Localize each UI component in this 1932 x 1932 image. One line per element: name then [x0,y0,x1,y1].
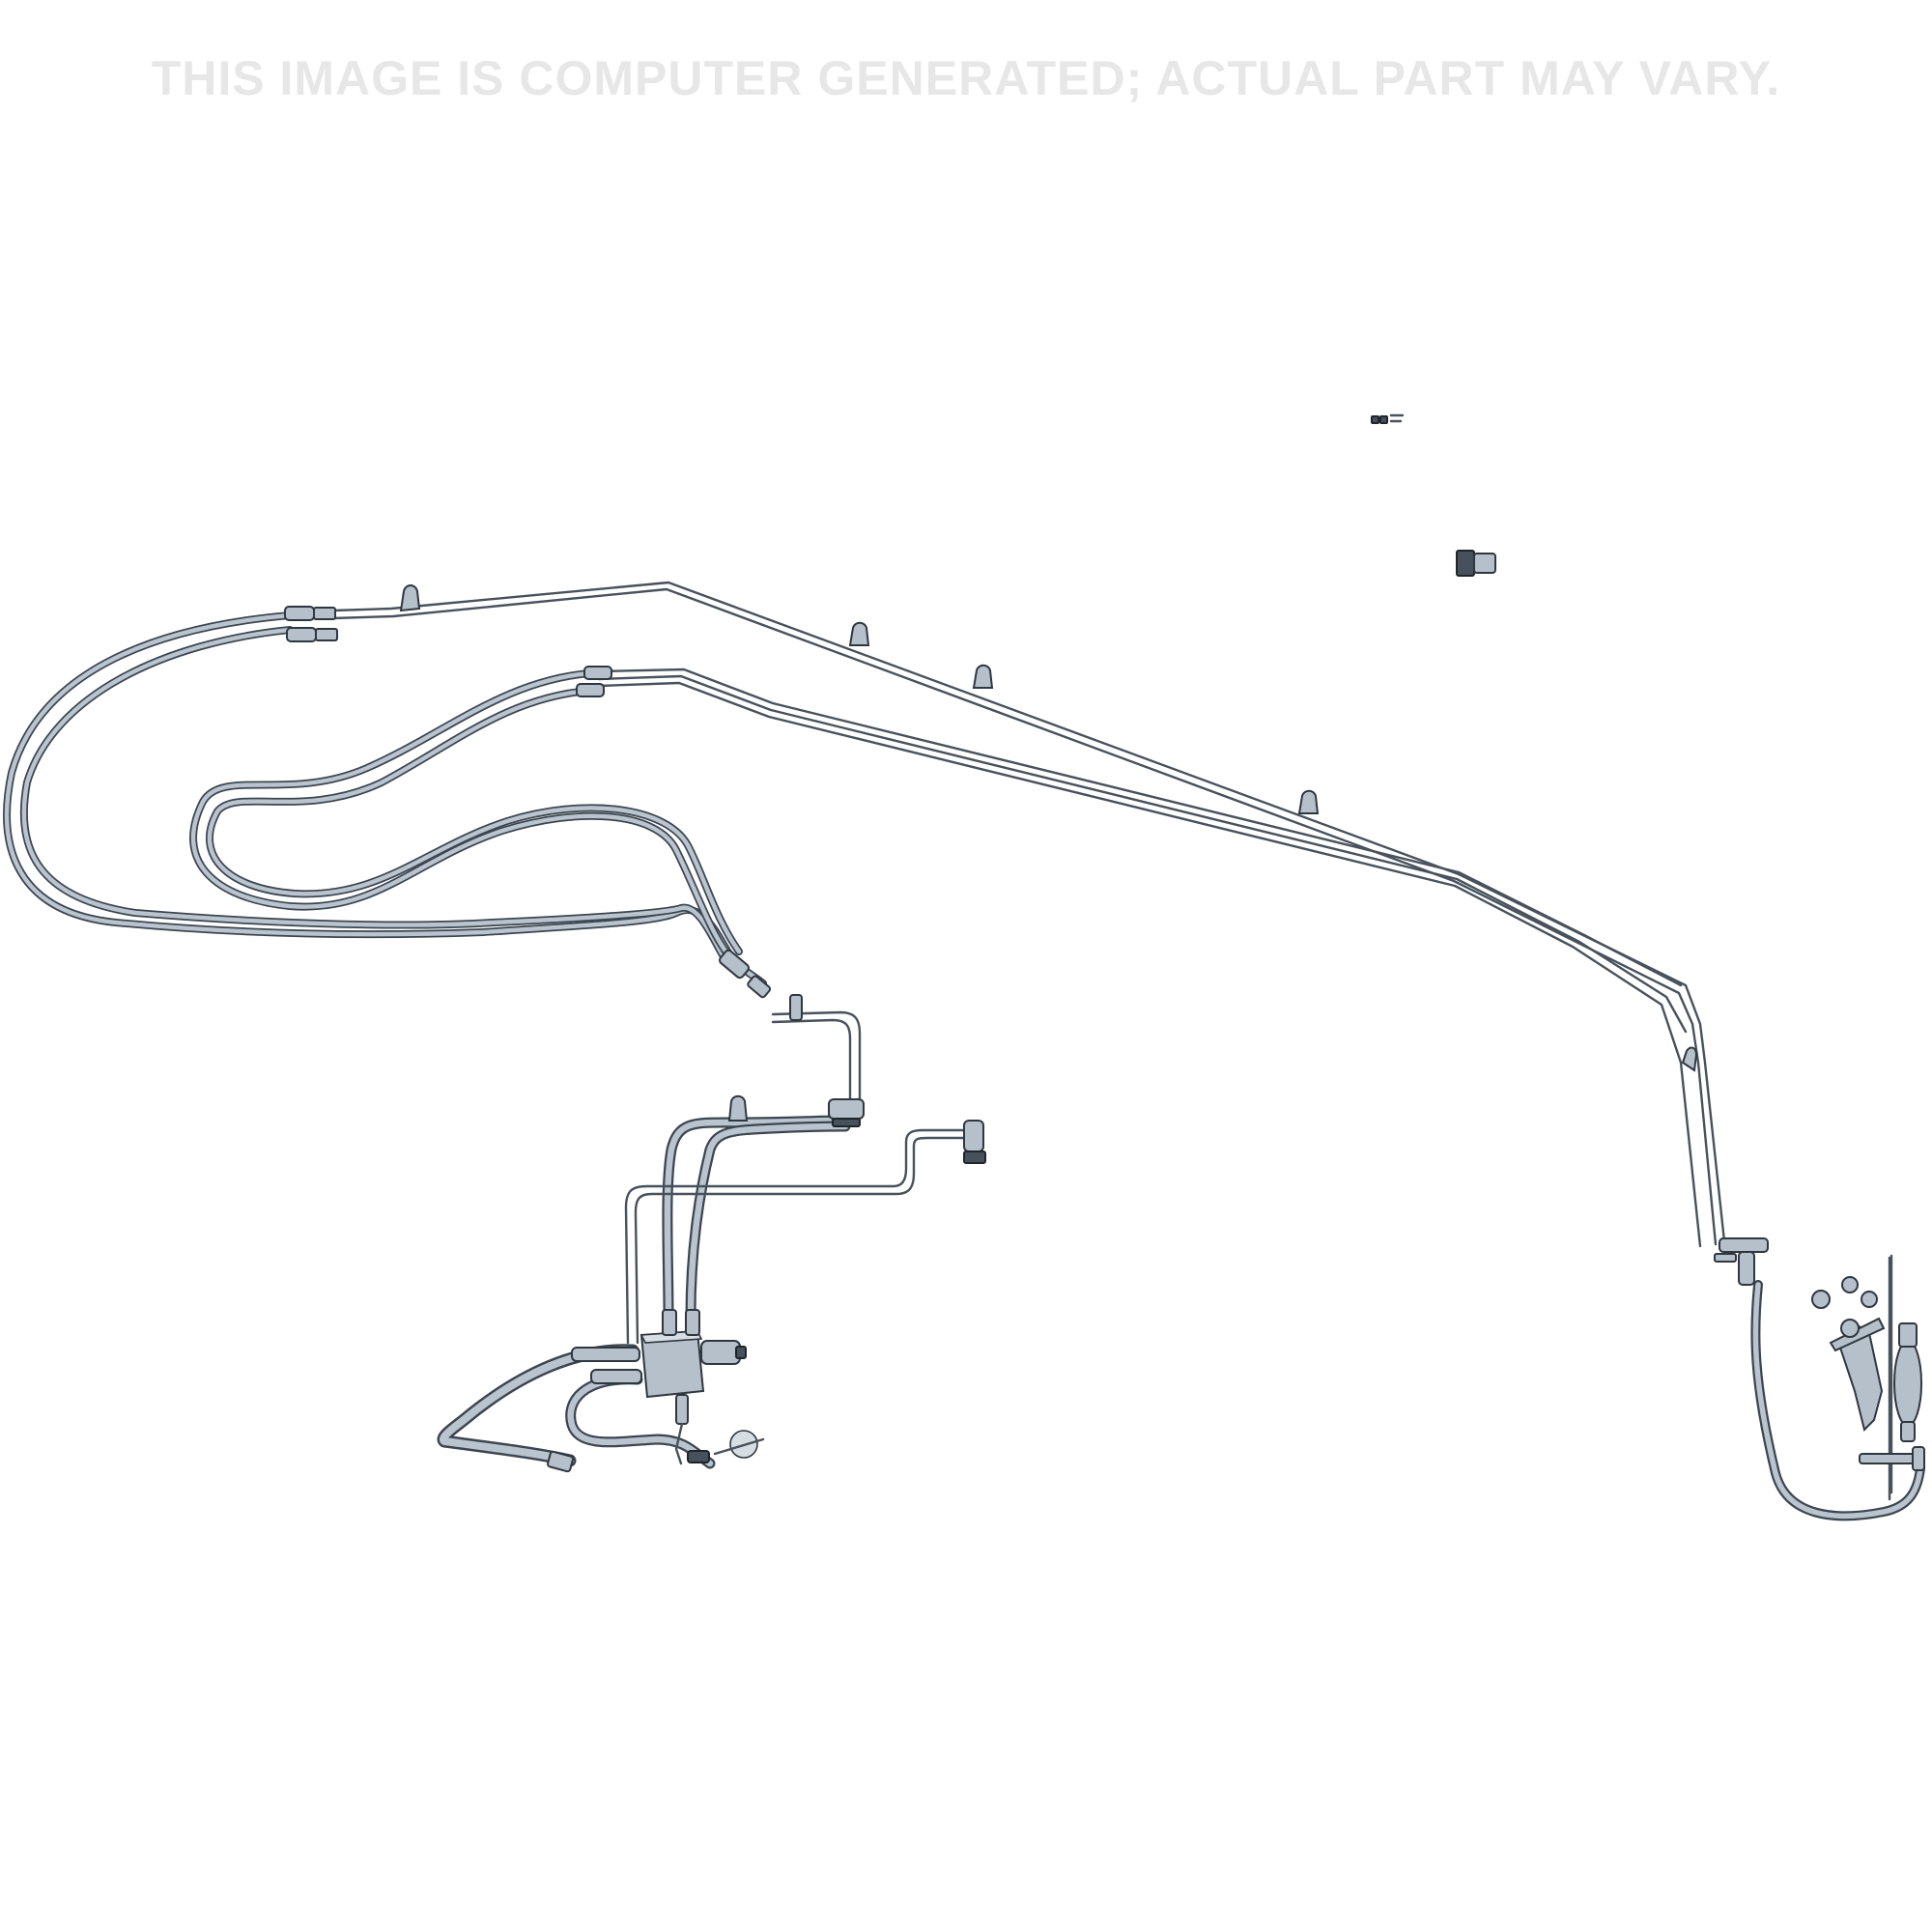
valve-hose-fitting [571,1347,640,1362]
tee-fitting [789,994,803,1021]
cylinder-mount-bar [1859,1453,1918,1464]
tube-mid-2 [597,674,1688,1034]
hose-end-fitting [286,627,317,642]
tube-mid-3 [597,681,1702,1248]
cylinder-mount-nut [1912,1446,1925,1471]
tube-valve-horizontal-2 [634,1136,970,1345]
tube-clip [727,1094,749,1122]
valve-port-fitting [662,1309,677,1336]
tube-clip [399,584,421,612]
right-fitting-nut [1714,1253,1737,1263]
hose-nut [315,628,338,641]
tubing-group [331,581,1726,1345]
hose-end-fitting [719,949,750,980]
hydraulic-cylinder [1893,1340,1922,1427]
hose-right-loop-fill [1752,1282,1923,1519]
cylinder-cap [1898,1322,1918,1348]
hardware-group [1371,413,1496,577]
hose-inner-loop-2-fill [207,688,742,954]
lift-cylinder-assembly [1811,1254,1925,1501]
right-elbow-fitting [1719,1237,1769,1253]
hose-valve-riser-2-fill [687,1122,849,1320]
elbow-fitting [963,1120,984,1152]
pivot-bolt [1840,1319,1860,1338]
hose-nut [747,975,772,999]
valve-drain-line [674,1422,684,1465]
solenoid-connector [735,1346,747,1359]
cylinder-base [1900,1421,1916,1442]
elbow-nut [963,1151,986,1164]
tube-top-2 [331,587,1718,1246]
right-elbow-fitting-2 [1738,1251,1755,1286]
hose-group [3,611,1925,1521]
hose-end-fitting [576,683,605,697]
pivot-bolt [1811,1290,1831,1309]
tube-upper-branch [771,1010,862,1113]
rocker-switch [1456,550,1475,577]
hardware-nut [1371,415,1379,424]
control-valve-assembly [639,1309,765,1465]
valve-port-fitting [685,1309,700,1336]
hardware-screws [1389,413,1405,423]
pivot-bolt [1841,1276,1859,1293]
solenoid-coil [700,1340,741,1365]
tube-clip [848,621,870,646]
hose-cut-end [547,1450,574,1473]
valve-bottom-port [675,1394,689,1425]
hose-lower-left-fill [440,1346,637,1464]
tube-clip [972,664,994,689]
hardware-nut [1379,415,1388,424]
hose-end-fitting [284,606,315,621]
tube-valve-horizontal [624,1128,970,1345]
tube-mid-1 [597,668,1683,987]
watermark-text: THIS IMAGE IS COMPUTER GENERATED; ACTUAL… [151,51,1781,105]
hose-valve-riser-2 [685,1121,851,1321]
tube-upper-branch-2 [771,1018,852,1101]
fitting-group [284,606,1769,1473]
bulkhead-nut [832,1118,861,1127]
rocker-switch-body [1473,553,1496,574]
hose-inner-loop-fill [190,670,732,959]
hose-outer-loop-2-fill [21,627,729,964]
hose-end-fitting [583,666,612,680]
harness-connector [687,1450,710,1463]
bulkhead-fitting [828,1098,865,1120]
hose-lower-loop-fill [567,1376,714,1467]
valve-hose-fitting-2 [590,1369,642,1384]
tube-clip [1297,789,1320,814]
clip-group [399,584,1698,1122]
hose-nut [313,607,336,620]
tube-clip [1681,1046,1698,1072]
pivot-bolt [1861,1291,1878,1308]
hose-valve-riser-1-fill [664,1117,844,1320]
wire-tie [713,1437,765,1456]
